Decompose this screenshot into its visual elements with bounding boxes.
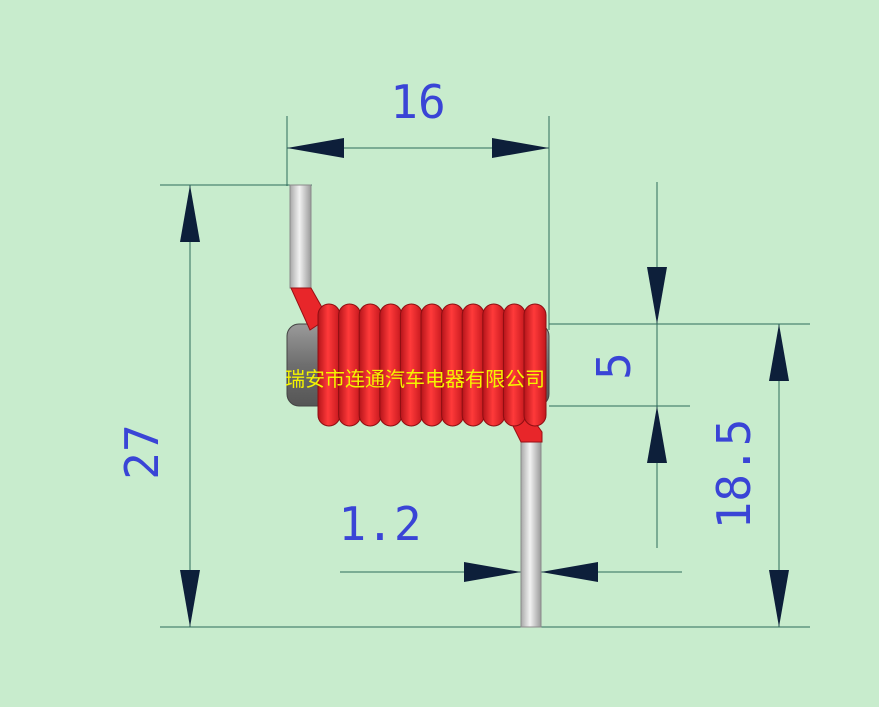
company-watermark: 瑞安市连通汽车电器有限公司 xyxy=(285,367,545,391)
coil-turn xyxy=(317,303,341,427)
coil-turn xyxy=(461,303,485,427)
arrow-core-bottom xyxy=(647,406,667,463)
coil-turn xyxy=(399,303,423,427)
arrow-lead-top xyxy=(769,324,789,381)
coil-turn xyxy=(523,303,547,427)
arrow-wire-right xyxy=(541,562,598,582)
dim-lead-label: 18.5 xyxy=(707,419,761,530)
dim-wire-label: 1.2 xyxy=(338,497,421,551)
bottom-lead-wire xyxy=(520,439,542,628)
arrow-height-bottom xyxy=(180,570,200,627)
coil-turn xyxy=(482,303,506,427)
coil-turns xyxy=(317,303,547,427)
arrowheads xyxy=(180,138,789,627)
arrow-width-left xyxy=(287,138,344,158)
arrow-core-top xyxy=(647,267,667,324)
dim-width-label: 16 xyxy=(390,75,445,129)
dim-height-label: 27 xyxy=(115,424,169,479)
top-lead-wire xyxy=(289,184,312,289)
coil-turn xyxy=(441,303,465,427)
coil-turn xyxy=(502,303,526,427)
arrow-wire-left xyxy=(464,562,521,582)
coil-turn xyxy=(420,303,444,427)
dim-core-label: 5 xyxy=(587,352,641,380)
arrow-lead-bottom xyxy=(769,570,789,627)
arrow-height-top xyxy=(180,185,200,242)
arrow-width-right xyxy=(492,138,549,158)
coil-turn xyxy=(379,303,403,427)
coil-turn xyxy=(338,303,362,427)
coil-turn xyxy=(358,303,382,427)
